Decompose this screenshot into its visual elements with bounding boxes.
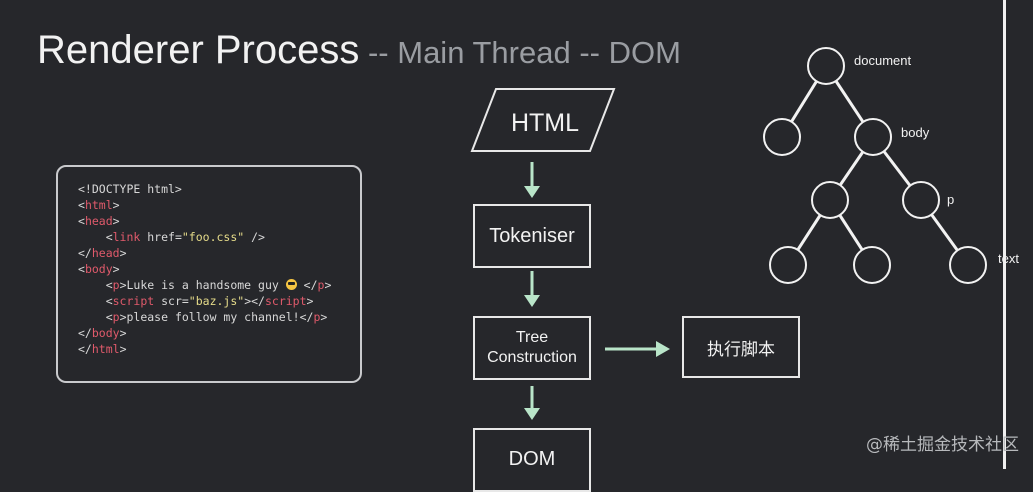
code-token: p: [112, 310, 120, 324]
diagram-stage: Renderer Process -- Main Thread -- DOM <…: [37, 0, 1019, 492]
code-line: <head>: [78, 213, 331, 229]
code-line: </body>: [78, 325, 331, 341]
code-token: <: [78, 278, 113, 292]
code-token: />: [244, 230, 265, 244]
code-token: "foo.css": [181, 230, 245, 244]
tree-node-document: [807, 47, 845, 85]
slide-title: Renderer Process -- Main Thread -- DOM: [37, 28, 681, 73]
code-line: <script scr="baz.js"></script>: [78, 293, 331, 309]
tree-label-body: body: [901, 125, 930, 140]
arrow-tokeniser-to-tree: [524, 271, 540, 307]
code-token: body: [84, 262, 113, 276]
code-line: <link href="foo.css" />: [78, 229, 331, 245]
code-token: >: [324, 278, 332, 292]
code-token: p: [317, 278, 325, 292]
code-token: >Luke is a handsome guy: [119, 278, 286, 292]
tree-label-document: document: [854, 53, 911, 68]
tree-node-leaf-1: [769, 246, 807, 284]
code-token: >: [112, 214, 120, 228]
tokeniser-label: Tokeniser: [489, 224, 575, 247]
html-code-box: <!DOCTYPE html><html><head> <link href="…: [56, 165, 362, 383]
code-token: body: [91, 326, 120, 340]
flow-and-tree-svg: HTML: [470, 47, 1019, 420]
code-token: head: [91, 246, 120, 260]
code-token: <: [78, 198, 85, 212]
tree-construction-box: Tree Construction: [473, 316, 591, 380]
html-input-label: HTML: [511, 109, 579, 137]
code-token: </: [78, 246, 92, 260]
tree-label-text: text: [998, 251, 1019, 266]
dom-tree-edges: [780, 65, 970, 266]
code-token: </: [296, 278, 318, 292]
execute-script-label: 执行脚本: [707, 339, 775, 360]
code-token: <: [78, 294, 113, 308]
watermark: @稀土掘金技术社区: [866, 435, 1019, 455]
code-token: >please follow my channel!</: [119, 310, 314, 324]
code-token: script: [112, 294, 155, 308]
code-token: >: [112, 262, 120, 276]
code-token: html: [84, 198, 113, 212]
code-token: >: [119, 342, 127, 356]
code-token: "baz.js": [188, 294, 245, 308]
html-input-shape: [470, 88, 616, 152]
code-line: <!DOCTYPE html>: [78, 181, 331, 197]
code-token: head: [84, 214, 113, 228]
code-token: >: [119, 326, 127, 340]
tokeniser-box: Tokeniser: [473, 204, 591, 268]
code-token: html: [91, 342, 120, 356]
tree-construction-line1: Tree: [515, 329, 549, 346]
code-token: <: [78, 310, 113, 324]
code-token: link: [112, 230, 141, 244]
code-token: >: [112, 198, 120, 212]
dom-label: DOM: [508, 448, 556, 470]
html-code: <!DOCTYPE html><html><head> <link href="…: [78, 181, 331, 357]
code-token: p: [112, 278, 120, 292]
code-token: <: [78, 262, 85, 276]
code-token: <: [78, 230, 113, 244]
code-line: <body>: [78, 261, 331, 277]
code-token: >: [306, 294, 314, 308]
tree-node-head: [763, 118, 801, 156]
code-token: ></: [244, 294, 265, 308]
code-token: p: [313, 310, 321, 324]
dom-tree-nodes: [763, 47, 987, 284]
code-line: </head>: [78, 245, 331, 261]
code-token: </: [78, 326, 92, 340]
right-edge-bar: [1003, 0, 1006, 469]
tree-node-body: [854, 118, 892, 156]
code-line: </html>: [78, 341, 331, 357]
tree-node-text: [949, 246, 987, 284]
code-token: scr=: [154, 294, 189, 308]
sunglasses-emoji-icon: [285, 279, 297, 290]
title-sub: -- Main Thread -- DOM: [359, 35, 681, 70]
code-token: </: [78, 342, 92, 356]
code-token: script: [264, 294, 307, 308]
code-token: >: [320, 310, 328, 324]
arrow-html-to-tokeniser: [524, 162, 540, 198]
tree-construction-line2: Construction: [487, 349, 577, 366]
arrow-tree-to-script: [605, 341, 670, 357]
arrow-tree-to-dom: [524, 386, 540, 420]
execute-script-box: 执行脚本: [682, 316, 800, 378]
code-line: <p>Luke is a handsome guy </p>: [78, 277, 332, 293]
dom-box: DOM: [473, 428, 591, 492]
code-line: <p>please follow my channel!</p>: [78, 309, 331, 325]
tree-node-leaf-2: [853, 246, 891, 284]
code-token: <!DOCTYPE html>: [78, 182, 182, 196]
tree-label-p: p: [947, 192, 954, 207]
code-line: <html>: [78, 197, 331, 213]
code-token: href=: [140, 230, 182, 244]
title-main: Renderer Process: [37, 28, 360, 72]
code-token: <: [78, 214, 85, 228]
tree-node-p: [902, 181, 940, 219]
code-token: >: [119, 246, 127, 260]
tree-node-p1: [811, 181, 849, 219]
